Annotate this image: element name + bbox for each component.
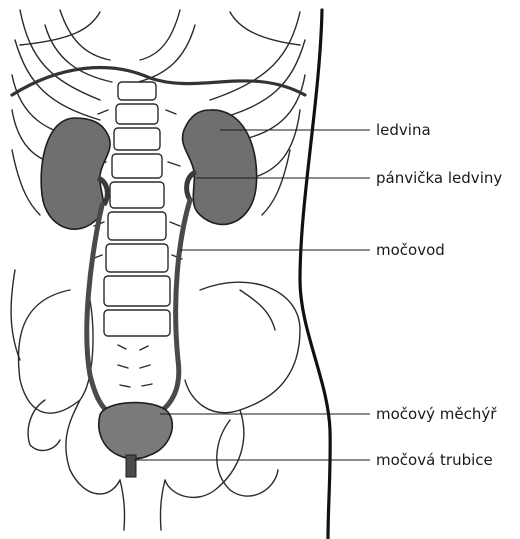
ureter-label: močovod	[376, 241, 445, 259]
renal-pelvis-label: pánvička ledviny	[376, 169, 502, 187]
urethra-label: močová trubice	[376, 451, 493, 469]
bladder-label: močový měchýř	[376, 405, 497, 423]
urethra	[126, 455, 136, 477]
kidney-label: ledvina	[376, 121, 431, 139]
